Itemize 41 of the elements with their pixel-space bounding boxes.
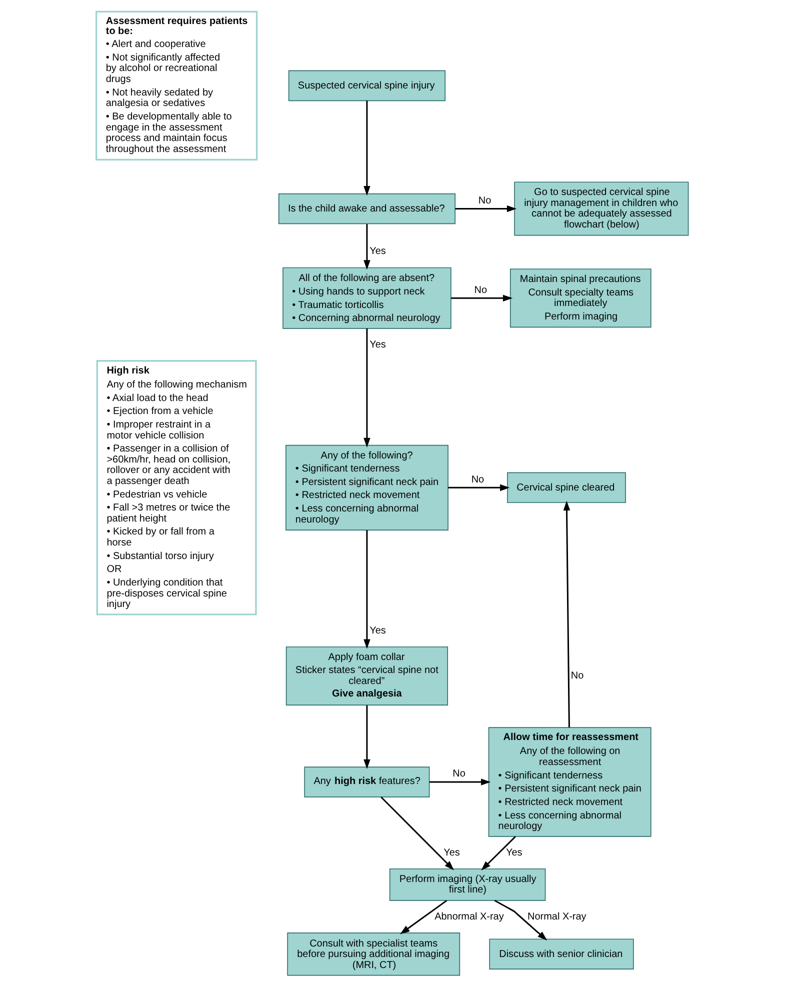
arrow xyxy=(481,836,516,870)
arrow xyxy=(563,500,570,728)
node-box: Consult with specialist teams before pursuing additional imaging (MRI, CT) xyxy=(287,932,460,976)
node-box: Assessment requires patients to be: • Alert and cooperative • Not significantly affected by alcohol or recreational drugs • Not heavily sedated by analgesia or sedatives • Be developmentally able to engage in the assessment process and maintain focus throughout the assessment xyxy=(96,10,258,161)
node-box: Is the child awake and assessable? xyxy=(278,193,456,224)
edge-label: No xyxy=(452,768,466,780)
arrow xyxy=(400,900,448,934)
arrow xyxy=(494,900,548,941)
edge-label: No xyxy=(570,670,584,682)
node-box: Allow time for reassessment Any of the following on reassessment • Significant tenderness • Persistent significant neck pain • Restricted neck movement • Less concerning abnormal neurology xyxy=(488,727,652,837)
node-box: Apply foam collar Sticker states “cervical spine not cleared” Give analgesia xyxy=(286,646,448,706)
edge-label: Yes xyxy=(506,847,522,858)
node-box: Suspected cervical spine injury xyxy=(288,70,446,102)
edge-label: No xyxy=(471,474,484,486)
node-box: Discuss with senior clinician xyxy=(489,938,634,970)
node-box: High risk Any of the following mechanism • Axial load to the head • Ejection from a vehicle • Improper restraint in a motor vehicle collision • Passenger in a collision of >60km/hr, head on collision, rollover or any accident with a passenger death • Pedestrian vs vehicle • Fall >3 metres or twice the patient height • Kicked by or fall from a horse • Substantial torso injury OR • Underlying condition that pre-disposes cervical spine injury xyxy=(96,360,257,616)
edge-label: Yes xyxy=(444,847,460,858)
node-box: Maintain spinal precautions Consult specialty teams immediately Perform imaging xyxy=(510,268,652,328)
arrow xyxy=(380,796,454,870)
edge-label: No xyxy=(474,284,488,296)
edge-label: Normal X-ray xyxy=(528,911,586,922)
edge-label: Yes xyxy=(370,246,386,258)
arrow xyxy=(455,205,517,212)
arrow xyxy=(451,294,513,302)
arrow xyxy=(364,100,370,196)
node-box: Cervical spine cleared xyxy=(507,472,626,504)
arrow xyxy=(429,778,491,786)
edge-label: Abnormal X-ray xyxy=(434,911,504,922)
edge-label: No xyxy=(478,195,492,206)
node-box: Any of the following? • Significant tenderness • Persistent significant neck pain • Restricted neck movement • Less concerning abnormal neurology xyxy=(285,444,448,530)
edge-label: Yes xyxy=(370,339,386,350)
arrow xyxy=(364,328,370,448)
arrow xyxy=(364,530,370,649)
node-box: Any high risk features? xyxy=(304,766,430,798)
arrow xyxy=(448,484,510,492)
node-box: Perform imaging (X-ray usually first line) xyxy=(389,868,546,901)
edge-label: Yes xyxy=(370,625,386,636)
arrow xyxy=(364,705,370,770)
node-box: All of the following are absent? • Using hands to support neck • Traumatic torticollis • Concerning abnormal neurology xyxy=(282,267,452,329)
arrow xyxy=(364,224,370,270)
node-box: Go to suspected cervical spine injury management in children who cannot be adequately assessed flowchart (below) xyxy=(514,182,689,236)
